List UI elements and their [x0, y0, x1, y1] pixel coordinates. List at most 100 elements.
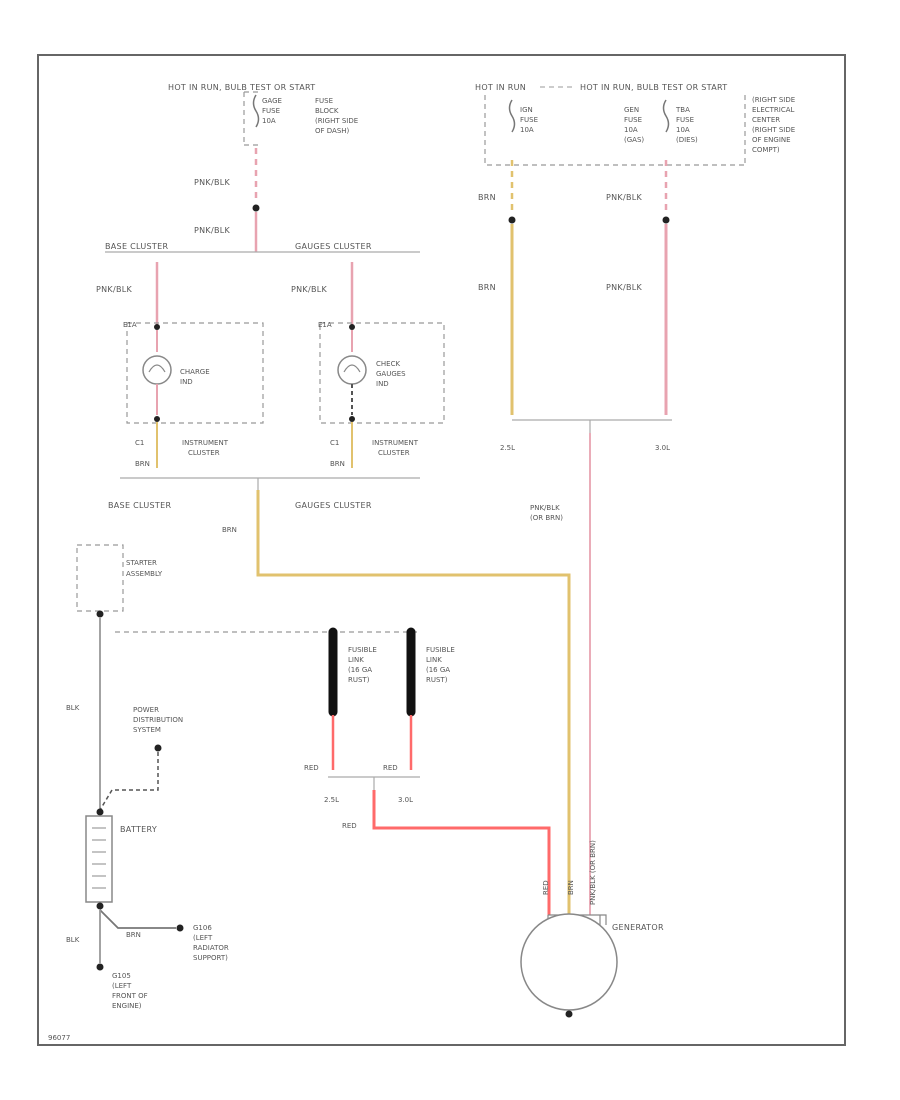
fuse-gen-line-0: GEN [624, 106, 639, 114]
generator-label: GENERATOR [612, 923, 664, 932]
g105-line-3: ENGINE) [112, 1002, 142, 1010]
fuse-left-loc-3: OF DASH) [315, 127, 350, 135]
right-splice-right: 3.0L [655, 444, 670, 452]
fl-splice-left: 2.5L [324, 796, 339, 804]
footer-code: 96077 [48, 1034, 70, 1042]
pin-e1a-left: E1A [123, 321, 137, 329]
fl-right-line-2: (16 GA [426, 666, 450, 674]
fuse-left-line-1: FUSE [262, 107, 280, 115]
fuse-left-line-2: 10A [262, 117, 276, 125]
pin-c1-left: C1 [135, 439, 144, 447]
base-cluster-bottom-label: BASE CLUSTER [108, 501, 171, 510]
generator: RED BRN PNK/BLK (OR BRN) GENERATOR [520, 840, 664, 1018]
starter-line-1: ASSEMBLY [126, 570, 163, 578]
check-gauges-line-0: CHECK [376, 360, 400, 368]
fuse-block-right-header-left: HOT IN RUN [475, 83, 526, 92]
check-gauges-line-1: GAUGES [376, 370, 406, 378]
battery-label: BATTERY [120, 825, 157, 834]
loc-right-0: (RIGHT SIDE [752, 96, 795, 104]
battery-symbol: BATTERY [85, 808, 157, 910]
right-splice-left: 2.5L [500, 444, 515, 452]
right-down-label: PNK/BLK [530, 504, 560, 512]
fuse-gen-line-1: FUSE [624, 116, 642, 124]
right-pnk-top-label: PNK/BLK [606, 193, 642, 202]
check-gauges-indicator-lamp [337, 355, 367, 385]
pds-line-2: SYSTEM [133, 726, 161, 734]
pin-e1a-right: E1A [318, 321, 332, 329]
fuse-ign-line-2: 10A [520, 126, 534, 134]
charge-indicator-lamp [142, 355, 172, 385]
check-gauges-line-2: IND [376, 380, 389, 388]
loc-right-5: COMPT) [752, 146, 780, 154]
instrument-cluster-gauges: E1A CHECK GAUGES IND C1 INSTRUMENT CLUST… [318, 321, 445, 468]
wire-pnkblk-2: PNK/BLK [194, 226, 230, 235]
fl-left-line-1: LINK [348, 656, 364, 664]
fuse-gen-line-3: (GAS) [624, 136, 644, 144]
fuse-tba-line-1: FUSE [676, 116, 694, 124]
fuse-gen-line-2: 10A [624, 126, 638, 134]
fuse-block-right: HOT IN RUN HOT IN RUN, BULB TEST OR STAR… [475, 83, 795, 166]
fl-red-left: RED [304, 764, 319, 772]
g106-line-2: RADIATOR [193, 944, 229, 952]
gauges-cluster-top-label: GAUGES CLUSTER [295, 242, 372, 251]
gen-pin-brn: BRN [567, 880, 575, 895]
fuse-ign-line-1: FUSE [520, 116, 538, 124]
fuse-left-line-0: GAGE [262, 97, 282, 105]
generator-circle [520, 913, 618, 1011]
pds-line-0: POWER [133, 706, 159, 714]
fuse-tba-line-0: TBA [675, 106, 690, 114]
fl-splice-right: 3.0L [398, 796, 413, 804]
right-down-label-2: (OR BRN) [530, 514, 563, 522]
starter-line-0: STARTER [126, 559, 157, 567]
right-pnk-mid-label: PNK/BLK [606, 283, 642, 292]
fl-left-line-0: FUSIBLE [348, 646, 377, 654]
loc-right-4: OF ENGINE [752, 136, 791, 144]
brn-right: BRN [330, 460, 345, 468]
fuse-block-right-header-right: HOT IN RUN, BULB TEST OR START [580, 83, 727, 92]
brn-down-label: BRN [222, 526, 237, 534]
fuse-ign-line-0: IGN [520, 106, 533, 114]
fl-red-right: RED [383, 764, 398, 772]
fuse-block-left: HOT IN RUN, BULB TEST OR START GAGE FUSE… [168, 83, 358, 252]
wire-pnkblk-1: PNK/BLK [194, 178, 230, 187]
loc-right-2: CENTER [752, 116, 780, 124]
ic-left-line-1: CLUSTER [188, 449, 220, 457]
g106-line-1: (LEFT [193, 934, 213, 942]
fuse-left-loc-1: BLOCK [315, 107, 339, 115]
g106-line-0: G106 [193, 924, 212, 932]
diagram-border [37, 54, 846, 1046]
fusible-link-right: FUSIBLE LINK (16 GA RUST) [406, 627, 455, 770]
g106-line-3: SUPPORT) [193, 954, 228, 962]
fl-right-line-3: RUST) [426, 676, 448, 684]
fuse-block-left-header: HOT IN RUN, BULB TEST OR START [168, 83, 315, 92]
fl-left-line-3: RUST) [348, 676, 370, 684]
ic-left-line-0: INSTRUMENT [182, 439, 229, 447]
gauges-cluster-bottom-label: GAUGES CLUSTER [295, 501, 372, 510]
fuse-left-loc-2: (RIGHT SIDE [315, 117, 358, 125]
brn-wire-to-generator [256, 490, 571, 915]
fuse-tba-line-3: (DIES) [676, 136, 698, 144]
brn-ground-label: BRN [126, 931, 141, 939]
fl-left-line-2: (16 GA [348, 666, 372, 674]
charge-ind-line-0: CHARGE [180, 368, 210, 376]
blk-bottom-label: BLK [66, 936, 80, 944]
loc-right-1: ELECTRICAL [752, 106, 795, 114]
ic-right-line-0: INSTRUMENT [372, 439, 419, 447]
blk-top-label: BLK [66, 704, 80, 712]
base-cluster-top-label: BASE CLUSTER [105, 242, 168, 251]
loc-right-3: (RIGHT SIDE [752, 126, 795, 134]
right-brn-top-label: BRN [478, 193, 496, 202]
gen-pin-pnk: PNK/BLK (OR BRN) [589, 840, 597, 905]
fl-right-line-0: FUSIBLE [426, 646, 455, 654]
base-wire-label: PNK/BLK [96, 285, 132, 294]
ic-right-line-1: CLUSTER [378, 449, 410, 457]
fuse-tba-line-2: 10A [676, 126, 690, 134]
gauges-wire-label: PNK/BLK [291, 285, 327, 294]
g105-line-2: FRONT OF [112, 992, 148, 1000]
fusible-link-left: FUSIBLE LINK (16 GA RUST) [328, 627, 377, 770]
g105-line-0: G105 [112, 972, 131, 980]
g105-line-1: (LEFT [112, 982, 132, 990]
gen-pin-red: RED [542, 880, 550, 895]
pin-c1-right: C1 [330, 439, 339, 447]
